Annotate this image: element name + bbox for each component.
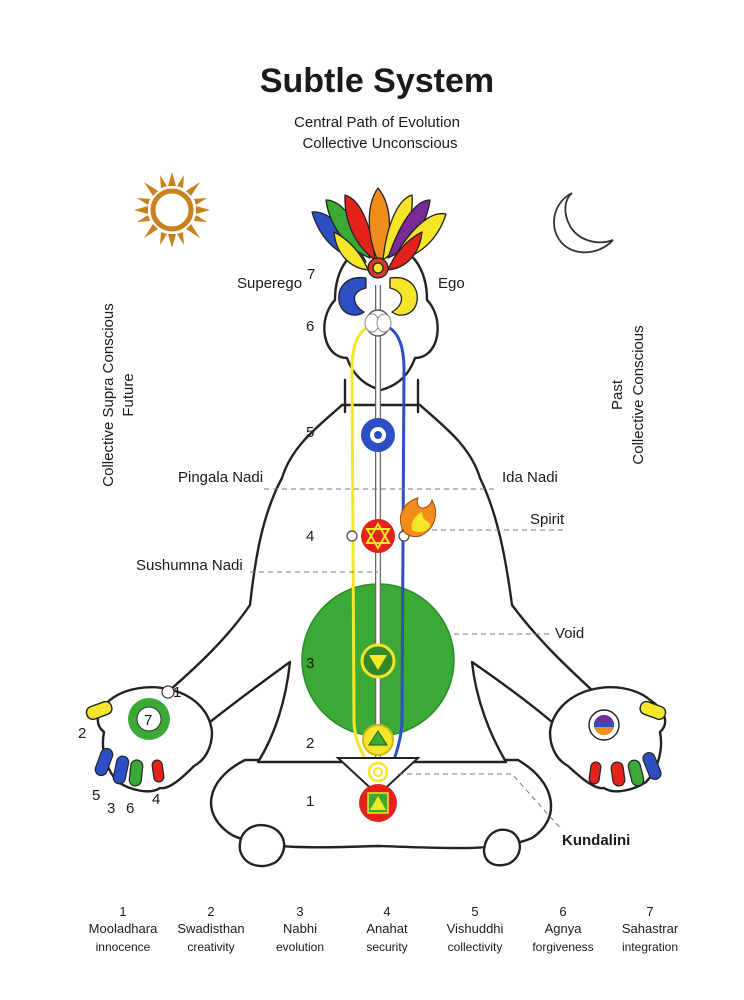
- page-title: Subtle System: [260, 62, 494, 100]
- moon-icon: [553, 192, 614, 254]
- svg-text:5: 5: [471, 904, 478, 919]
- legend-item: 4 Anahat security: [366, 904, 408, 954]
- center-number-5: 5: [306, 424, 314, 441]
- subtitle-line-1: Central Path of Evolution: [294, 114, 460, 131]
- legend-item: 5 Vishuddhi collectivity: [447, 904, 504, 954]
- svg-text:2: 2: [207, 904, 214, 919]
- chakra-legend: 1 Mooladhara innocence 2 Swadisthan crea…: [89, 904, 679, 954]
- svg-text:integration: integration: [622, 940, 678, 954]
- svg-text:1: 1: [119, 904, 126, 919]
- svg-text:security: security: [366, 940, 407, 954]
- svg-text:Sahastrar: Sahastrar: [622, 921, 679, 936]
- center-number-2: 2: [306, 735, 314, 752]
- svg-text:Vishuddhi: Vishuddhi: [447, 921, 504, 936]
- svg-text:creativity: creativity: [187, 940, 234, 954]
- nabhi-chakra: [360, 643, 396, 679]
- center-number-3: 3: [306, 655, 314, 672]
- left-vertical-line-1: Collective Supra Conscious: [100, 303, 117, 486]
- svg-text:Nabhi: Nabhi: [283, 921, 317, 936]
- label-ida-nadi: Ida Nadi: [502, 469, 558, 486]
- center-number-4: 4: [306, 528, 314, 545]
- legend-item: 6 Agnya forgiveness: [532, 904, 593, 954]
- sun-icon: [134, 172, 210, 248]
- svg-text:Swadisthan: Swadisthan: [177, 921, 244, 936]
- center-number-1: 1: [306, 793, 314, 810]
- center-number-6: 6: [306, 318, 314, 335]
- label-superego: Superego: [237, 275, 302, 292]
- label-kundalini: Kundalini: [562, 832, 630, 849]
- svg-text:Anahat: Anahat: [366, 921, 408, 936]
- svg-text:6: 6: [559, 904, 566, 919]
- mooladhara-chakra: [359, 784, 397, 822]
- svg-text:4: 4: [383, 904, 390, 919]
- kundalini-triangle: [335, 757, 421, 797]
- left-hand-number-index: 2: [78, 725, 86, 742]
- vishuddhi-chakra: [361, 418, 395, 452]
- left-hand-number-center: 7: [144, 712, 152, 729]
- agnya-chakra: [364, 309, 392, 337]
- left-hand-number-thumb: 1: [173, 684, 181, 701]
- label-spirit: Spirit: [530, 511, 565, 528]
- lotus-icon: [311, 187, 447, 316]
- svg-text:Mooladhara: Mooladhara: [89, 921, 158, 936]
- left-hand-number-d: 4: [152, 791, 160, 808]
- swadisthan-chakra: [362, 724, 394, 756]
- flame-icon: [400, 497, 436, 538]
- left-hand-number-a: 5: [92, 787, 100, 804]
- subtitle-line-2: Collective Unconscious: [302, 135, 457, 152]
- svg-text:innocence: innocence: [96, 940, 151, 954]
- label-sushumna-nadi: Sushumna Nadi: [136, 557, 243, 574]
- right-vertical-line-1: Past: [609, 379, 626, 410]
- center-number-7: 7: [307, 266, 315, 283]
- right-hand-fingertips: [588, 700, 667, 787]
- svg-text:7: 7: [646, 904, 653, 919]
- left-hand-fingertips: [85, 685, 175, 787]
- right-vertical-line-2: Collective Conscious: [630, 325, 647, 464]
- left-vertical-line-2: Future: [120, 373, 137, 416]
- svg-text:3: 3: [296, 904, 303, 919]
- svg-text:collectivity: collectivity: [448, 940, 503, 954]
- left-hand-number-b: 3: [107, 800, 115, 817]
- label-pingala-nadi: Pingala Nadi: [178, 469, 263, 486]
- label-ego: Ego: [438, 275, 465, 292]
- svg-text:Agnya: Agnya: [545, 921, 583, 936]
- legend-item: 2 Swadisthan creativity: [177, 904, 244, 954]
- svg-text:evolution: evolution: [276, 940, 324, 954]
- left-hand-number-c: 6: [126, 800, 134, 817]
- label-void: Void: [555, 625, 584, 642]
- svg-text:forgiveness: forgiveness: [532, 940, 593, 954]
- legend-item: 7 Sahastrar integration: [622, 904, 679, 954]
- legend-item: 3 Nabhi evolution: [276, 904, 324, 954]
- guide-kundalini: [398, 773, 563, 831]
- legend-item: 1 Mooladhara innocence: [89, 904, 158, 954]
